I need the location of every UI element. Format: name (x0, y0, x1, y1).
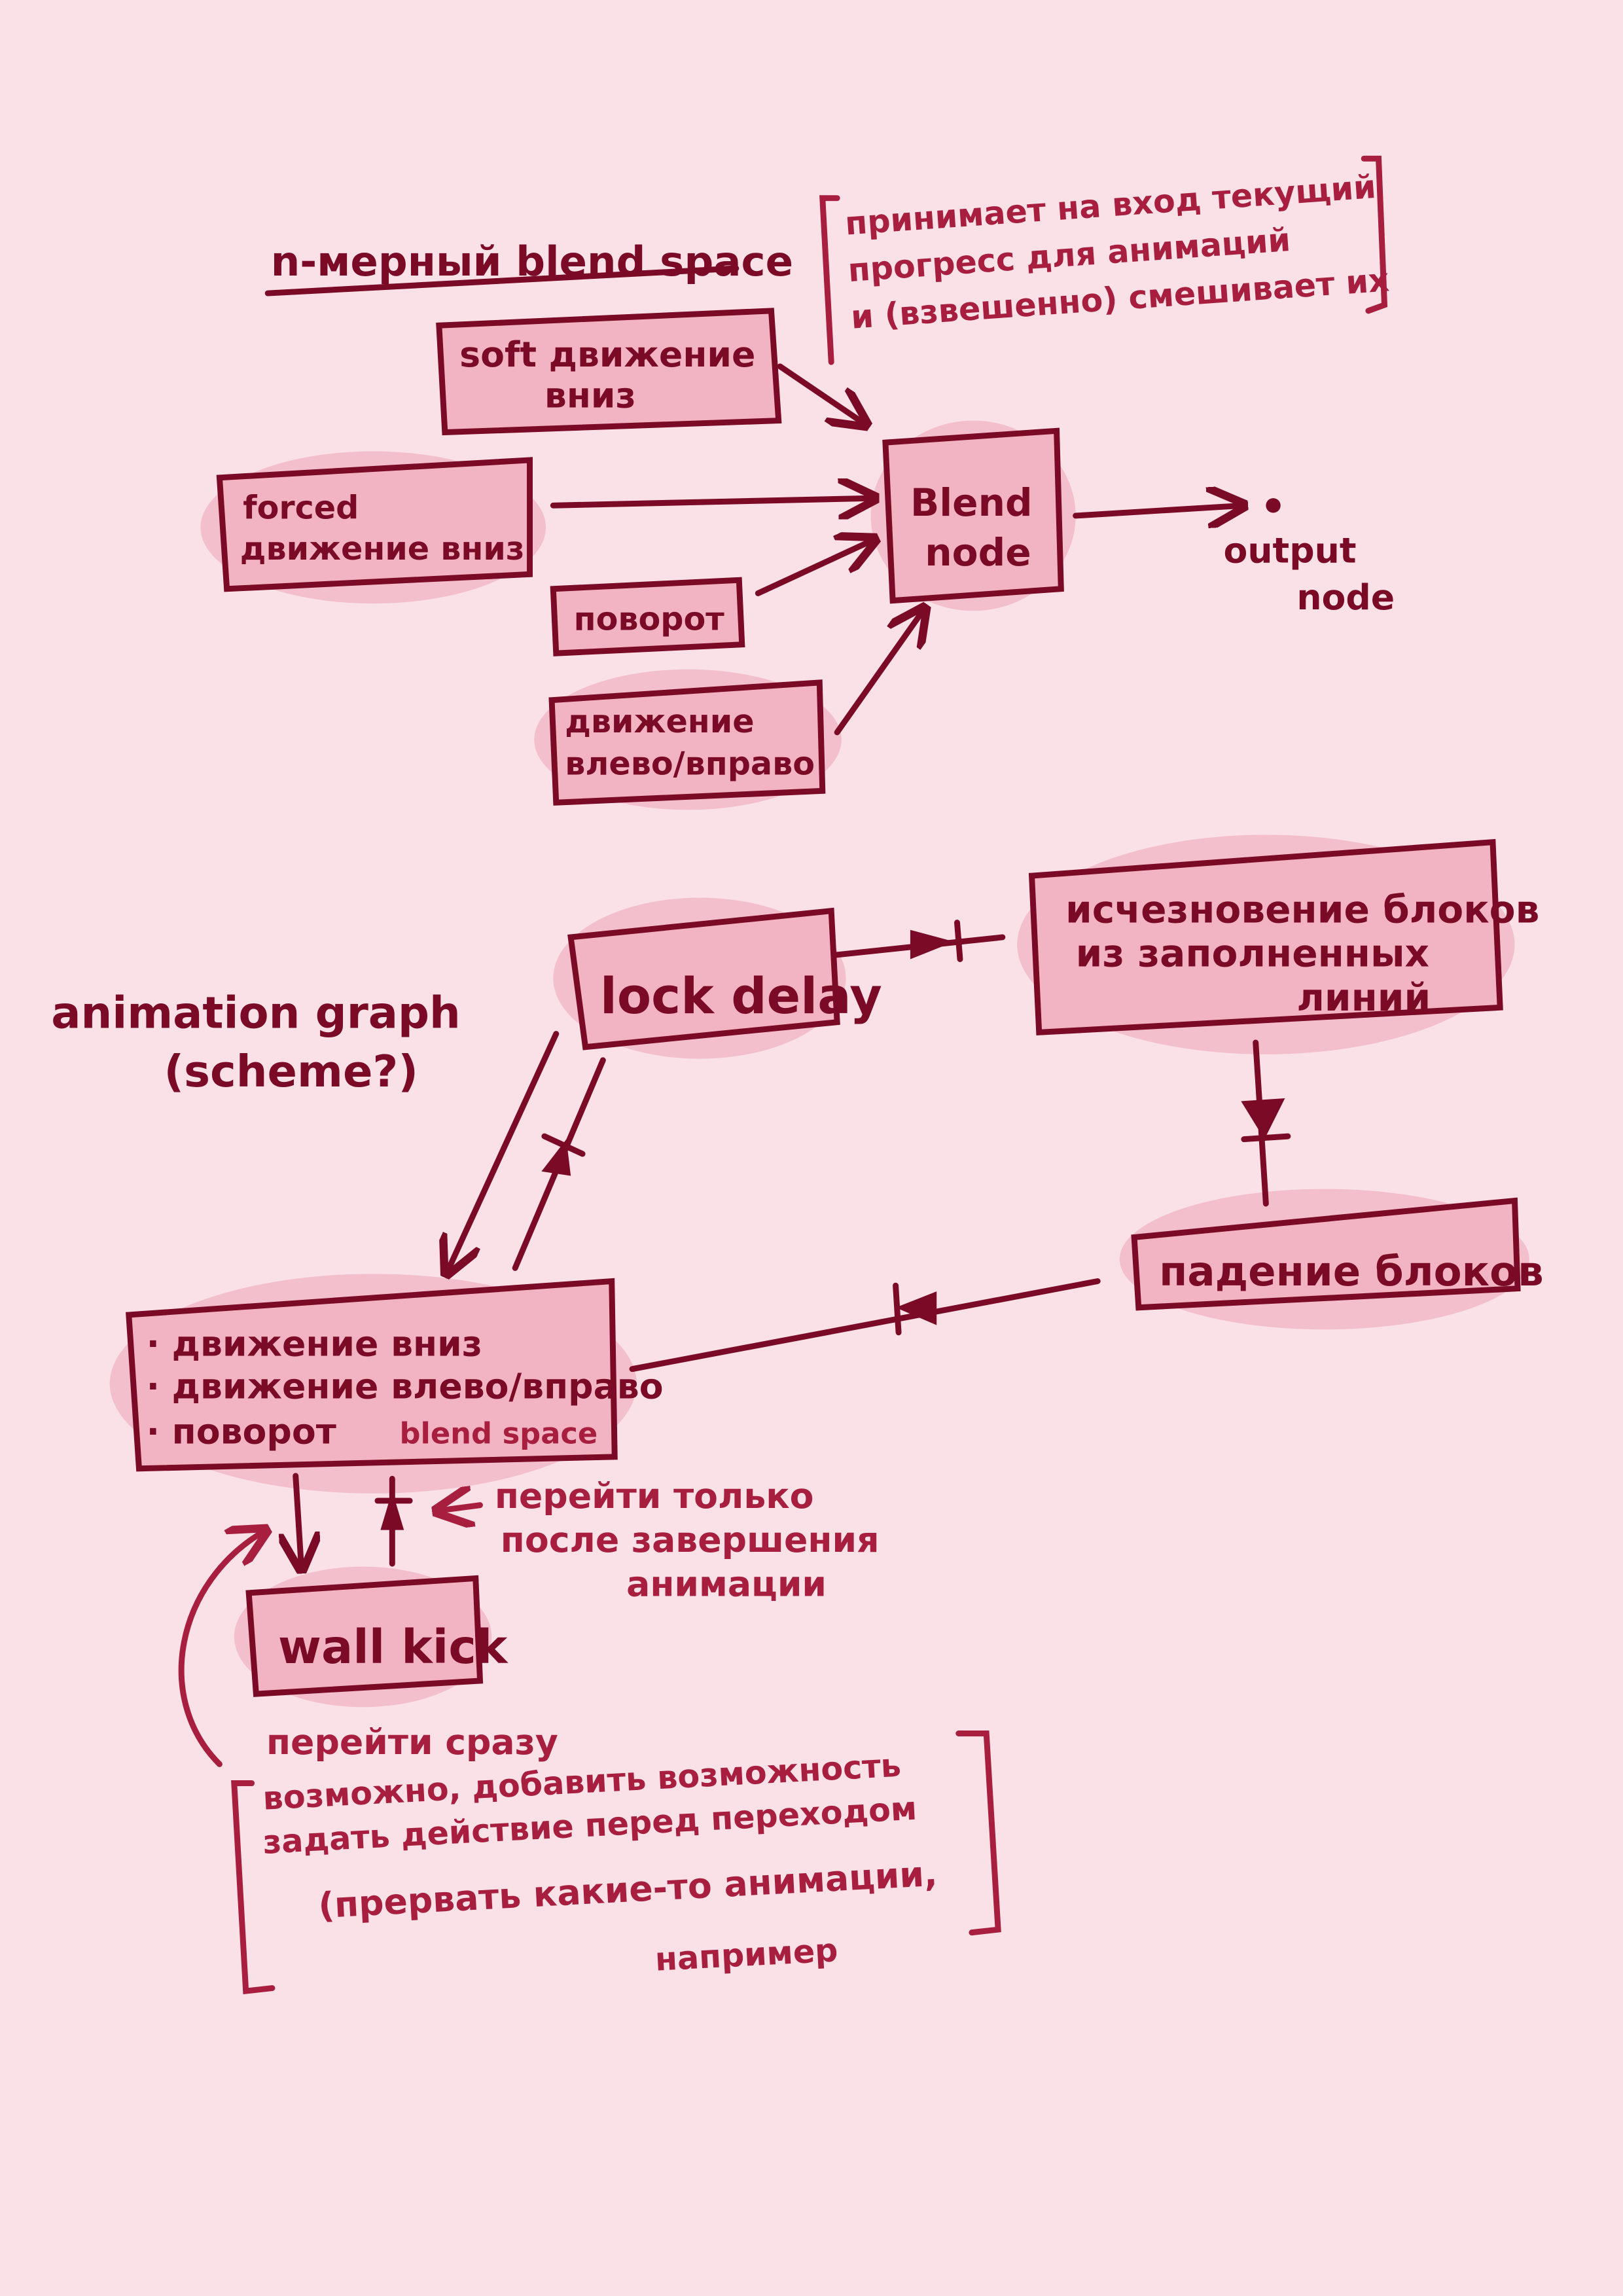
box-label: вниз (544, 374, 636, 416)
transitions (178, 920, 1291, 1767)
input-left-right: движение влево/вправо (534, 669, 842, 810)
state-item: · движение вниз (147, 1323, 482, 1365)
graph-title: (scheme?) (164, 1046, 418, 1097)
box-label: forced (243, 488, 359, 526)
state-wall-kick: wall kick (234, 1566, 508, 1708)
note-line: анимации (626, 1563, 827, 1604)
state-main-blend-space: · движение вниз · движение влево/вправо … (109, 1274, 664, 1494)
output-node-label: output (1224, 530, 1357, 571)
arrow (755, 539, 875, 596)
blend-space-tag: blend space (399, 1416, 597, 1451)
box-label: линий (1296, 975, 1431, 1020)
box-label: исчезновение блоков (1065, 888, 1539, 932)
title-underline (264, 265, 740, 296)
note-bracket: возможно, добавить возможность задать де… (231, 1731, 1001, 1995)
box-label: node (925, 530, 1031, 575)
output-node-label: node (1296, 577, 1395, 618)
box-label: wall kick (278, 1620, 508, 1674)
graph-title: animation graph (51, 988, 461, 1039)
input-rotate: поворот (550, 577, 745, 656)
arrow (834, 608, 925, 736)
blend-node: Blend node (870, 420, 1076, 611)
note-line: (прервать какие-то анимации, (317, 1853, 938, 1926)
box-label: влево/вправо (565, 745, 815, 783)
input-soft-down: soft движение вниз (436, 308, 782, 436)
state-item: · поворот (147, 1411, 336, 1452)
input-forced-down: forced движение вниз (200, 451, 546, 604)
blend-node-note: принимает на вход текущий прогресс для а… (819, 155, 1390, 365)
box-label: soft движение (459, 334, 755, 375)
box-label: lock delay (600, 967, 882, 1025)
arrow (1073, 505, 1244, 516)
state-clear-lines: исчезновение блоков из заполненных линий (1017, 834, 1539, 1054)
state-fall-blocks: падение блоков (1119, 1189, 1544, 1330)
box-label: Blend (910, 480, 1033, 525)
box-label: падение блоков (1159, 1247, 1544, 1295)
note-line: принимает на вход текущий (844, 168, 1377, 243)
arrow (550, 498, 875, 505)
arrow (777, 363, 866, 425)
note-immediate: перейти сразу (266, 1721, 558, 1763)
state-lock-delay: lock delay (553, 897, 882, 1059)
note-line: перейти только (495, 1475, 814, 1516)
note-after-animation: перейти только после завершения анимации (495, 1475, 880, 1604)
box-label: из заполненных (1076, 931, 1429, 976)
output-node-dot (1266, 498, 1281, 513)
state-item: · движение влево/вправо (147, 1365, 664, 1407)
box-label: движение вниз (240, 529, 525, 567)
note-line: например (654, 1931, 838, 1979)
note-line: после завершения (501, 1519, 880, 1560)
box-label: поворот (574, 600, 725, 637)
box-label: движение (565, 702, 754, 740)
